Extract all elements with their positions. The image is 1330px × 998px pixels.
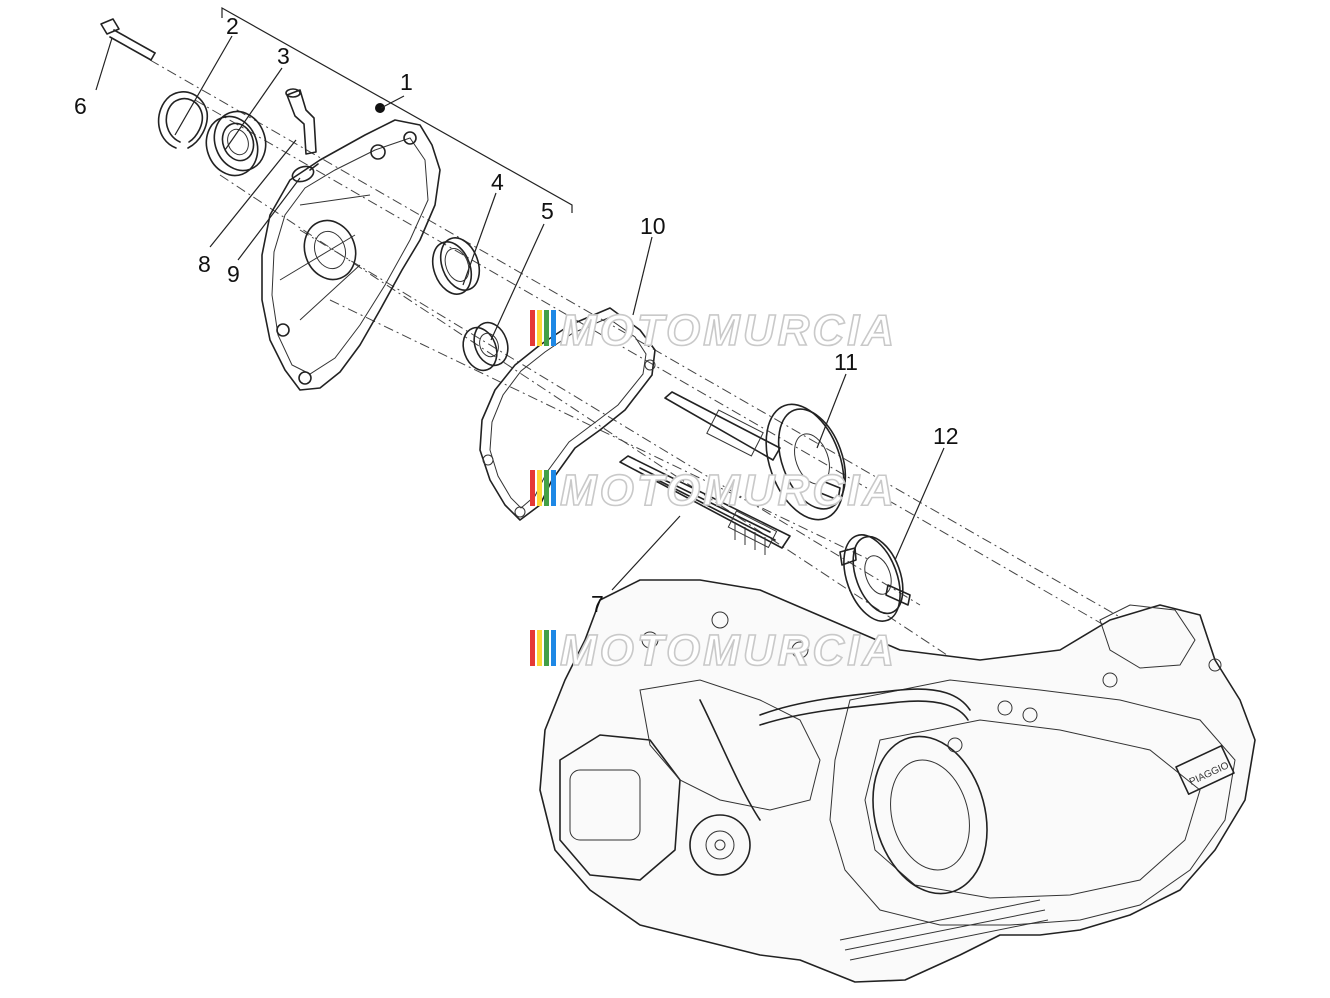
callout-3: 3	[277, 43, 290, 69]
watermark-2: MOTOMURCIA	[530, 465, 897, 516]
part-4-oil-seal	[431, 237, 481, 295]
callout-9: 9	[227, 261, 240, 287]
part-11-gear-shaft	[664, 391, 847, 521]
part-8-breather-pipe	[285, 88, 317, 155]
watermark-text: MOTOMURCIA	[560, 626, 897, 675]
engine-assembly: PIAGGIO	[539, 579, 1256, 983]
part-12-gear	[839, 534, 911, 622]
part-6-bolt	[100, 18, 156, 61]
callout-labels: 1 2 3 4 5 6 7 8 9 10 11 12	[74, 13, 959, 617]
watermark-text: MOTOMURCIA	[560, 466, 897, 515]
part-9-clamp	[291, 163, 319, 183]
callout-12: 12	[933, 423, 959, 449]
part-5-bearing	[462, 321, 509, 372]
callout-1: 1	[400, 69, 413, 95]
part-7-shaft	[619, 455, 791, 555]
leader-lines	[95, 35, 945, 591]
group-bracket	[221, 6, 573, 213]
callout-5: 5	[541, 198, 554, 224]
part-10-gasket	[479, 307, 656, 521]
callout-6: 6	[74, 93, 87, 119]
watermark-3: MOTOMURCIA	[530, 625, 897, 676]
part-2-circlip	[157, 91, 209, 149]
callout-11: 11	[834, 349, 858, 375]
callout-7: 7	[591, 591, 604, 617]
watermark-text: MOTOMURCIA	[560, 306, 897, 355]
part-3-bearing	[205, 110, 267, 177]
callout-8: 8	[198, 251, 211, 277]
part-1-cover	[261, 103, 441, 391]
callout-2: 2	[226, 13, 239, 39]
callout-4: 4	[491, 169, 504, 195]
callout-10: 10	[640, 213, 666, 239]
watermark-1: MOTOMURCIA	[530, 305, 897, 356]
